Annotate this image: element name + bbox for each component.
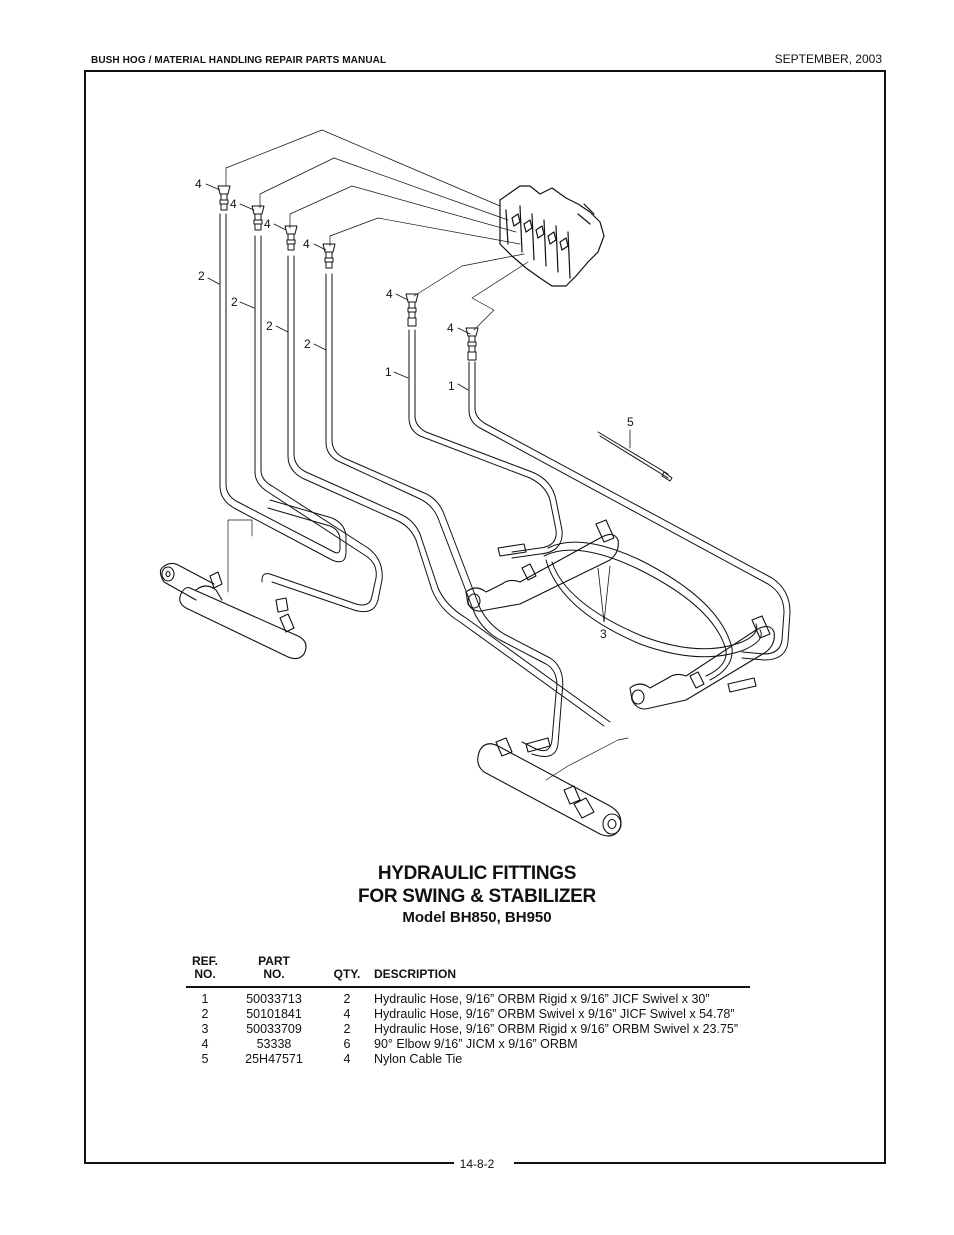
qty-cell: 4	[343, 1007, 351, 1021]
page-number: 14-8-2	[0, 1157, 954, 1171]
callout-1a: 1	[385, 365, 392, 379]
elbow-fittings	[217, 185, 479, 361]
callout-4f: 4	[447, 321, 454, 335]
qty-cell: 2	[343, 1022, 351, 1036]
table-row: 1 50033713 2 Hydraulic Hose, 9/16” ORBM Rig…	[186, 987, 750, 1007]
title-line-2: FOR SWING & STABILIZER	[358, 886, 596, 907]
footer-rule-left	[84, 1162, 454, 1164]
cylinder-right-bottom	[629, 615, 775, 710]
hoses	[219, 213, 791, 757]
model-subtitle: Model BH850, BH950	[402, 909, 552, 926]
callout-4c: 4	[264, 217, 271, 231]
part-number-cell: 53338	[256, 1037, 292, 1051]
leader-lines	[205, 183, 631, 623]
cable-tie	[597, 431, 673, 482]
routing-lines	[225, 129, 629, 781]
ref-cell: 4	[201, 1037, 209, 1051]
callout-numbers: 4 4 4 4 4 4 2 2 2 2 1 1 5 3	[195, 177, 634, 641]
title-line-1: HYDRAULIC FITTINGS	[377, 863, 577, 884]
callout-4a: 4	[195, 177, 202, 191]
ref-cell: 1	[201, 992, 209, 1006]
callout-2d: 2	[304, 337, 311, 351]
header-ref-no: REF.NO.	[186, 955, 224, 988]
table-row: 5 25H47571 4 Nylon Cable Tie	[186, 1052, 750, 1067]
table-row: 4 53338 6 90° Elbow 9/16” JICM x 9/16” ORBM	[186, 1037, 750, 1052]
ref-cell: 5	[201, 1052, 209, 1066]
table-row: 3 50033709 2 Hydraulic Hose, 9/16” ORBM Rig…	[186, 1022, 750, 1037]
hydraulic-fittings-diagram: 4 4 4 4 4 4 2 2 2 2 1 1 5 3	[159, 129, 791, 837]
callout-1b: 1	[448, 379, 455, 393]
part-number-cell: 50033713	[246, 992, 302, 1006]
description-cell: Nylon Cable Tie	[374, 1052, 463, 1066]
header-description: DESCRIPTION	[370, 955, 750, 988]
description-cell: Hydraulic Hose, 9/16” ORBM Rigid x 9/16”…	[374, 1022, 739, 1036]
cylinder-left	[159, 562, 307, 660]
callout-4e: 4	[386, 287, 393, 301]
publication-date: SEPTEMBER, 2003	[774, 52, 882, 66]
qty-cell: 6	[343, 1037, 351, 1051]
callout-2b: 2	[231, 295, 238, 309]
description-cell: Hydraulic Hose, 9/16” ORBM Swivel x 9/16…	[374, 1007, 735, 1021]
cylinder-right-top	[465, 519, 619, 612]
manual-title: BUSH HOG / MATERIAL HANDLING REPAIR PART…	[91, 55, 387, 66]
qty-cell: 4	[343, 1052, 351, 1066]
table-row: 2 50101841 4 Hydraulic Hose, 9/16” ORBM Swi…	[186, 1007, 750, 1022]
cylinder-bottom	[477, 737, 622, 837]
callout-4d: 4	[303, 237, 310, 251]
callout-2a: 2	[198, 269, 205, 283]
qty-cell: 2	[343, 992, 351, 1006]
diagram-title: HYDRAULIC FITTINGS FOR SWING & STABILIZE…	[0, 862, 954, 908]
callout-4b: 4	[230, 197, 237, 211]
page-frame	[84, 70, 886, 1164]
ref-cell: 2	[201, 1007, 209, 1021]
control-valve	[499, 185, 605, 287]
header-qty: QTY.	[324, 955, 370, 988]
part-number-cell: 25H47571	[245, 1052, 303, 1066]
description-cell: 90° Elbow 9/16” JICM x 9/16” ORBM	[374, 1037, 578, 1051]
callout-5: 5	[627, 415, 634, 429]
part-number-cell: 50101841	[246, 1007, 302, 1021]
footer-rule-right	[514, 1162, 884, 1164]
callout-3: 3	[600, 627, 607, 641]
callout-2c: 2	[266, 319, 273, 333]
part-number-cell: 50033709	[246, 1022, 302, 1036]
description-cell: Hydraulic Hose, 9/16” ORBM Rigid x 9/16”…	[374, 992, 710, 1006]
ref-cell: 3	[201, 1022, 209, 1036]
